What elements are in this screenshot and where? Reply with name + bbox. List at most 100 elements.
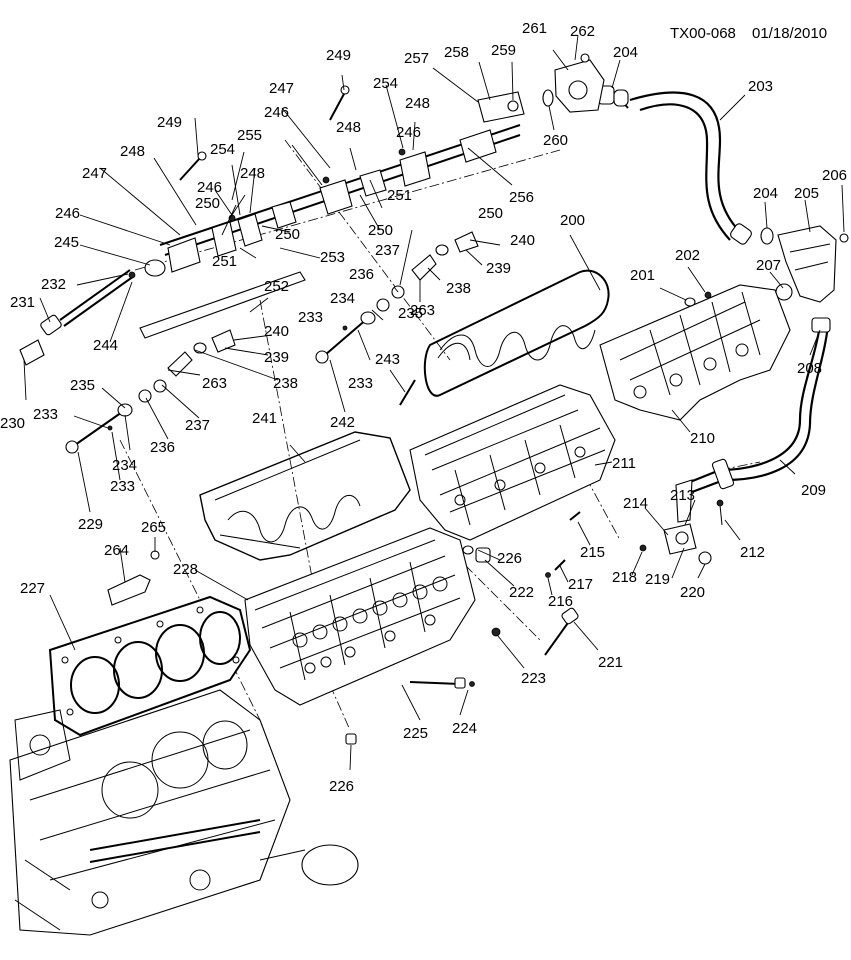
rear-outlet [760, 225, 849, 303]
callout-254a: 254 [210, 141, 235, 158]
callout-204: 204 [613, 44, 638, 61]
callout-232: 232 [41, 276, 66, 293]
callout-223: 223 [521, 670, 546, 687]
callout-246d: 246 [396, 124, 421, 141]
callout-265: 265 [141, 519, 166, 536]
callout-246b: 246 [197, 179, 222, 196]
cylinder-head [244, 527, 476, 706]
callout-260: 260 [543, 132, 568, 149]
callout-248b: 248 [240, 165, 265, 182]
callout-224: 224 [452, 720, 477, 737]
diagram-date: 01/18/2010 [752, 25, 827, 42]
intake-manifold [599, 284, 791, 421]
callout-202: 202 [675, 247, 700, 264]
callout-261: 261 [522, 20, 547, 37]
diagram-code: TX00-068 [670, 25, 736, 42]
callout-219: 219 [645, 571, 670, 588]
callout-249a: 249 [157, 114, 182, 131]
callout-259: 259 [491, 42, 516, 59]
callout-234a: 234 [112, 457, 137, 474]
callout-258: 258 [444, 44, 469, 61]
callout-233d: 233 [110, 478, 135, 495]
callout-207: 207 [756, 257, 781, 274]
valve-train-left [65, 329, 236, 454]
callout-203: 203 [748, 78, 773, 95]
callout-256: 256 [509, 189, 534, 206]
callout-257: 257 [404, 50, 429, 67]
callout-245: 245 [54, 234, 79, 251]
callout-252: 252 [264, 278, 289, 295]
callout-205: 205 [794, 185, 819, 202]
callout-233b: 233 [298, 309, 323, 326]
callout-226b: 226 [329, 778, 354, 795]
callout-211: 211 [612, 455, 636, 472]
callout-247a: 247 [82, 165, 107, 182]
callout-251a: 251 [212, 253, 237, 270]
head-cover [409, 384, 616, 541]
callout-225: 225 [403, 725, 428, 742]
callout-229: 229 [78, 516, 103, 533]
valve-train-center [315, 231, 479, 406]
callout-246c: 246 [264, 104, 289, 121]
callout-263b: 263 [410, 302, 435, 319]
callout-217: 217 [568, 576, 593, 593]
fitting-assembly [639, 499, 724, 565]
callout-242: 242 [330, 414, 355, 431]
callout-248d: 248 [405, 95, 430, 112]
callout-236b: 236 [349, 266, 374, 283]
upper-outlet [542, 53, 605, 113]
callout-248a: 248 [120, 143, 145, 160]
callout-250b: 250 [275, 226, 300, 243]
bracket [107, 550, 160, 606]
callout-250a: 250 [195, 195, 220, 212]
leader-lines [23, 34, 845, 771]
callout-241: 241 [252, 410, 277, 427]
callout-226a: 226 [497, 550, 522, 567]
callout-246a: 246 [55, 205, 80, 222]
pushrod [19, 259, 166, 366]
callout-243: 243 [375, 351, 400, 368]
callout-254b: 254 [373, 75, 398, 92]
callout-251b: 251 [387, 187, 412, 204]
callout-235b: 235 [398, 305, 423, 322]
callout-247b: 247 [269, 80, 294, 97]
callout-231: 231 [10, 294, 35, 311]
water-pipe [675, 317, 831, 523]
callout-227: 227 [20, 580, 45, 597]
callout-264: 264 [104, 542, 129, 559]
bolts-small [545, 511, 581, 578]
rail [139, 271, 306, 339]
rocker-bolts [179, 85, 519, 181]
callout-200: 200 [560, 212, 585, 229]
callout-206: 206 [822, 167, 847, 184]
callout-250c: 250 [368, 222, 393, 239]
callout-233c: 233 [348, 375, 373, 392]
callout-239b: 239 [486, 260, 511, 277]
callout-234b: 234 [330, 290, 355, 307]
callout-210: 210 [690, 430, 715, 447]
callout-212: 212 [740, 544, 765, 561]
callout-201: 201 [630, 267, 655, 284]
lower-gasket [199, 431, 411, 561]
callout-235a: 235 [70, 377, 95, 394]
callout-253: 253 [320, 249, 345, 266]
callout-238b: 238 [446, 280, 471, 297]
callout-215: 215 [580, 544, 605, 561]
callout-233a: 233 [33, 406, 58, 423]
callout-228: 228 [173, 561, 198, 578]
callout-209: 209 [801, 482, 826, 499]
callout-248c: 248 [336, 119, 361, 136]
callout-250d: 250 [478, 205, 503, 222]
callout-263a: 263 [202, 375, 227, 392]
callout-220: 220 [680, 584, 705, 601]
callout-230: 230 [0, 415, 25, 432]
callout-222: 222 [509, 584, 534, 601]
callout-213: 213 [670, 487, 695, 504]
callout-237b: 237 [375, 242, 400, 259]
engine-block [9, 689, 359, 936]
callout-249b: 249 [326, 47, 351, 64]
callout-204b: 204 [753, 185, 778, 202]
callout-216: 216 [548, 593, 573, 610]
callout-255: 255 [237, 127, 262, 144]
